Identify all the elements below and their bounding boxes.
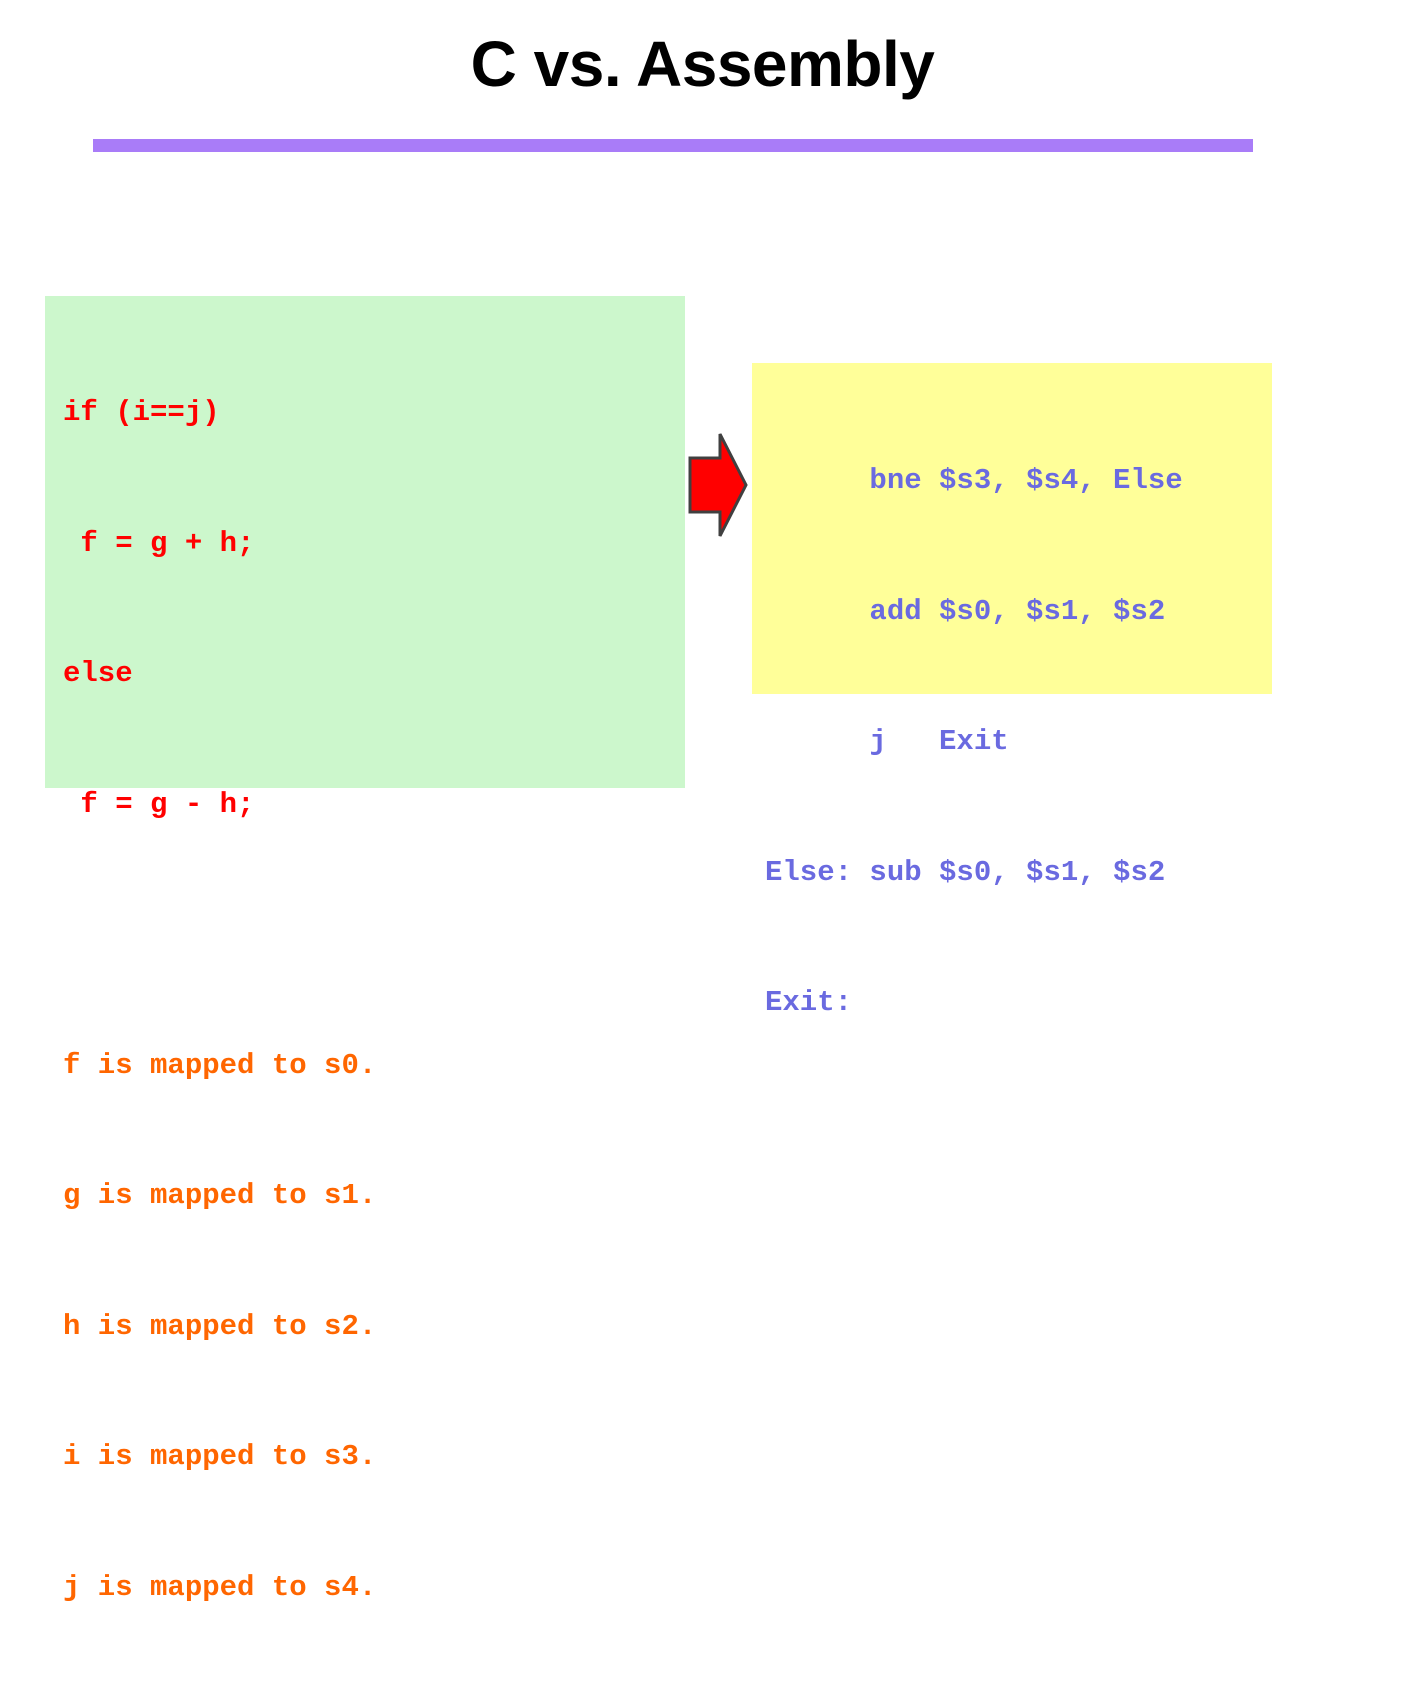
c-code-line: f = g + h; — [63, 526, 255, 560]
assembly-code-panel: bne $s3, $s4, Else add $s0, $s1, $s2 j E… — [752, 363, 1272, 1019]
assembly-line: j Exit — [765, 725, 1009, 758]
slide-canvas: C vs. Assembly if (i==j) f = g + h; else… — [45, 28, 1272, 1604]
page-title: C vs. Assembly — [470, 28, 935, 100]
right-arrow-icon — [688, 433, 748, 537]
title-divider — [93, 139, 1253, 152]
assembly-line: Else: sub $s0, $s1, $s2 — [765, 855, 1166, 889]
spacer-line — [63, 913, 376, 957]
translation-arrow — [688, 432, 748, 538]
register-mapping-line: i is mapped to s3. — [63, 1440, 377, 1473]
register-mapping-line: f is mapped to s0. — [63, 1048, 377, 1082]
c-code-panel: if (i==j) f = g + h; else f = g - h; f i… — [45, 296, 685, 1604]
c-code-line: else — [63, 657, 133, 690]
c-code-line: f = g - h; — [63, 787, 255, 821]
register-mapping-line: j is mapped to s4. — [63, 1570, 377, 1604]
assembly-line: add $s0, $s1, $s2 — [765, 594, 1166, 628]
assembly-line: Exit: — [765, 986, 853, 1019]
c-code-block: if (i==j) f = g + h; else f = g - h; f i… — [63, 304, 376, 1696]
c-code-line: if (i==j) — [63, 396, 220, 429]
assembly-code-block: bne $s3, $s4, Else add $s0, $s1, $s2 j E… — [765, 372, 1183, 1112]
assembly-line: bne $s3, $s4, Else — [765, 464, 1183, 497]
register-mapping-line: g is mapped to s1. — [63, 1179, 377, 1212]
register-mapping-line: h is mapped to s2. — [63, 1309, 377, 1343]
